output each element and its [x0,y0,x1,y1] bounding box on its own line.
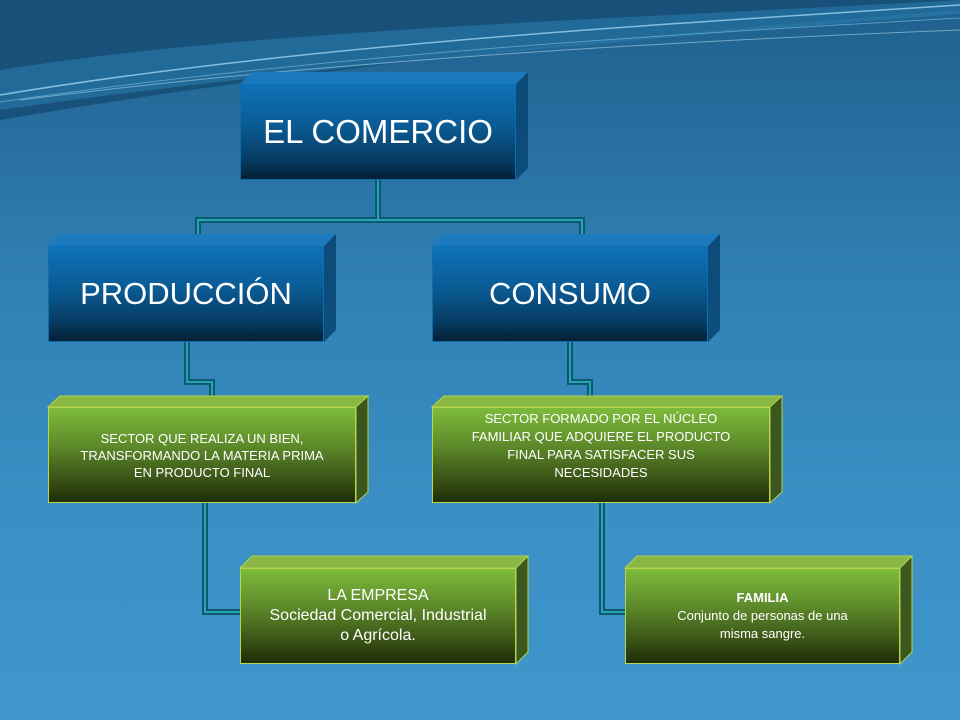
root-label: EL COMERCIO [263,113,493,150]
connector-empresa [202,503,240,615]
consumo-desc-text: SECTOR FORMADO POR EL NÚCLEO FAMILIAR QU… [471,411,731,480]
empresa-body: Sociedad Comercial, Industrial o Agrícol… [269,607,487,644]
familia-body: Conjunto de personas de una misma sangre… [677,608,848,641]
connector-produccion [184,342,215,396]
consumo-label: CONSUMO [489,276,651,311]
root-node: EL COMERCIO [240,84,516,180]
produccion-node: PRODUCCIÓN [48,246,324,342]
connector-consumo [567,342,593,396]
familia-node: FAMILIA Conjunto de personas de una mism… [625,568,900,664]
consumo-desc-node: SECTOR FORMADO POR EL NÚCLEO FAMILIAR QU… [432,407,770,503]
produccion-label: PRODUCCIÓN [80,276,292,311]
familia-title: FAMILIA [736,590,789,605]
consumo-node: CONSUMO [432,246,708,342]
empresa-node: LA EMPRESA Sociedad Comercial, Industria… [240,568,516,664]
connector-familia [599,503,625,615]
connector-root [195,180,585,236]
produccion-desc-node: SECTOR QUE REALIZA UN BIEN, TRANSFORMAND… [48,407,356,503]
produccion-desc-text: SECTOR QUE REALIZA UN BIEN, TRANSFORMAND… [80,430,324,480]
empresa-title: LA EMPRESA [327,587,429,604]
